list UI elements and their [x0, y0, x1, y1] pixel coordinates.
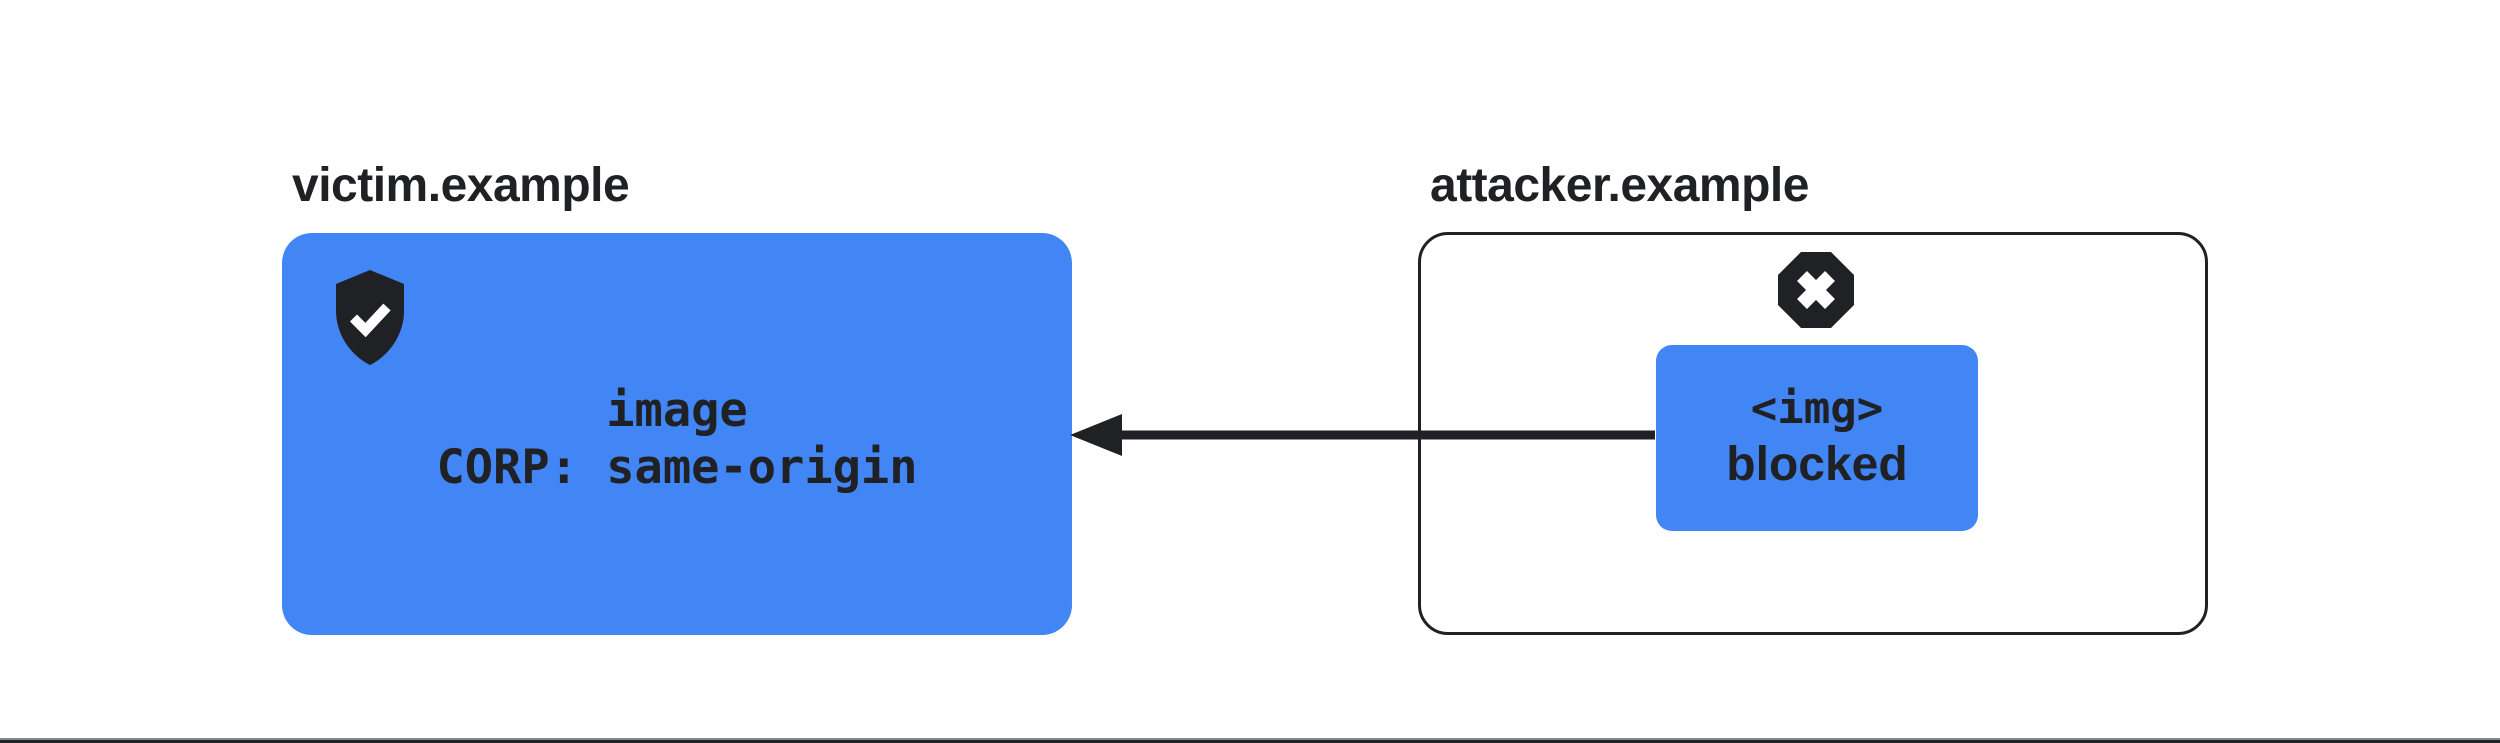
shield-check-icon	[336, 270, 404, 365]
corp-header-text: CORP: same-origin	[436, 440, 918, 495]
bottom-divider	[0, 738, 2500, 743]
attacker-origin-label: attacker.example	[1430, 159, 1809, 212]
victim-origin-label: victim.example	[292, 159, 630, 212]
victim-origin-box: image CORP: same-origin	[282, 233, 1072, 635]
blocked-request-arrow	[1070, 414, 1655, 456]
blocked-request-box: <img> blocked	[1656, 345, 1978, 531]
blocked-text: blocked	[1726, 438, 1908, 491]
img-tag-text: <img>	[1750, 383, 1884, 434]
octagon-x-icon	[1778, 252, 1854, 328]
victim-resource-text: image CORP: same-origin	[436, 382, 917, 496]
resource-type-text: image	[606, 383, 748, 438]
attacker-origin-box: <img> blocked	[1418, 232, 2208, 635]
